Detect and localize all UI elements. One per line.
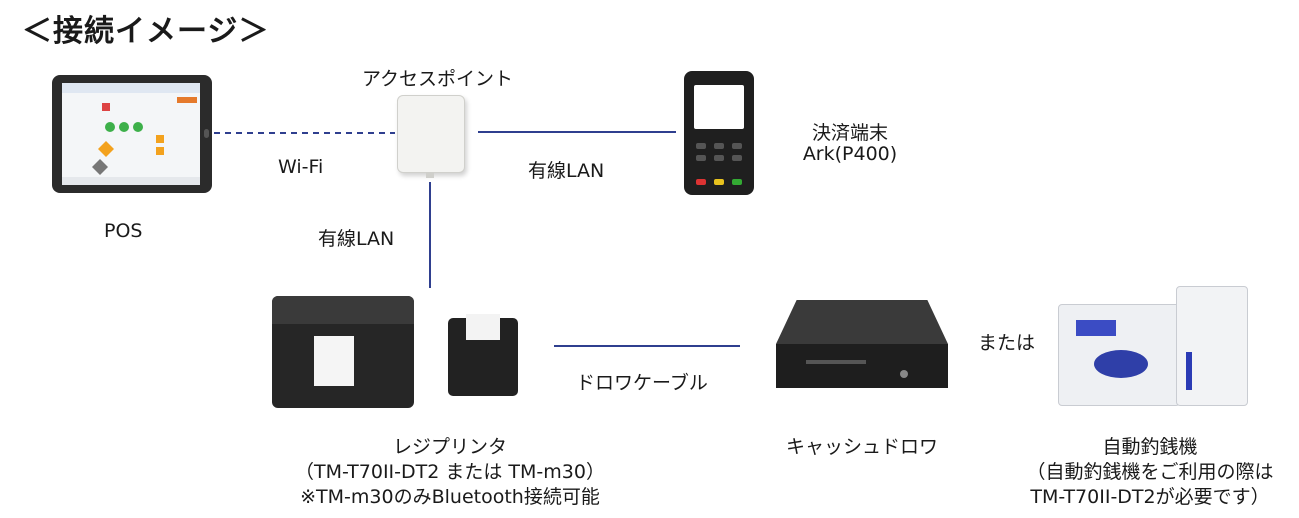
pos-app-screen-icon [62, 83, 200, 185]
payment-terminal-label-2: Ark(P400) [802, 143, 898, 165]
printer-tm-t70-image [272, 296, 414, 408]
keypad-key-icon [696, 155, 706, 161]
keypad-key-icon [732, 155, 742, 161]
pos-tablet-image [52, 75, 212, 193]
payment-terminal-label-1: 決済端末 [811, 122, 888, 144]
drawer-lock-icon [900, 370, 908, 378]
change-machine-label-2: （自動釣銭機をご利用の際は [1026, 461, 1274, 483]
clear-key-icon [714, 179, 724, 185]
keypad-key-icon [714, 155, 724, 161]
receipt-paper-icon [314, 336, 354, 386]
page-title: ＜接続イメージ＞ [22, 14, 270, 49]
change-machine-label-3: TM-T70II-DT2が必要です） [1030, 486, 1270, 508]
printer-label-1: レジプリンタ [392, 436, 507, 458]
change-machine-image [1058, 286, 1248, 406]
coin-tray-icon [1094, 350, 1148, 378]
access-point-stem [426, 172, 434, 178]
cancel-key-icon [696, 179, 706, 185]
pos-label: POS [104, 220, 143, 242]
enter-key-icon [732, 179, 742, 185]
cash-drawer-image [776, 300, 948, 388]
printer-tm-m30-image [448, 314, 518, 396]
drawer-top [776, 300, 948, 344]
printer-label-2: （TM-T70II-DT2 または TM-m30） [295, 461, 605, 483]
access-point-image [397, 95, 465, 178]
payment-terminal-image [684, 71, 754, 195]
drawer-cable-label: ドロワケーブル [576, 372, 708, 394]
keypad-key-icon [732, 143, 742, 149]
printer-cover [272, 296, 414, 324]
wifi-label: Wi-Fi [278, 156, 324, 178]
terminal-screen [694, 85, 744, 129]
or-label: または [978, 332, 1036, 354]
keypad-key-icon [696, 143, 706, 149]
lan-label-terminal: 有線LAN [528, 160, 605, 182]
change-machine-display [1076, 320, 1116, 336]
drawer-front [776, 344, 948, 388]
pos-screen [62, 83, 200, 185]
change-machine-label-1: 自動釣銭機 [1102, 436, 1198, 458]
printer-label-3: ※TM-m30のみBluetooth接続可能 [300, 486, 600, 508]
drawer-slot [806, 360, 866, 364]
home-button-icon [204, 129, 209, 138]
cash-drawer-label: キャッシュドロワ [785, 436, 938, 458]
receipt-paper-icon [466, 314, 500, 340]
keypad-key-icon [714, 143, 724, 149]
lan-label-printer: 有線LAN [318, 228, 395, 250]
access-point-label: アクセスポイント [362, 68, 514, 90]
bill-slot-icon [1186, 352, 1192, 390]
